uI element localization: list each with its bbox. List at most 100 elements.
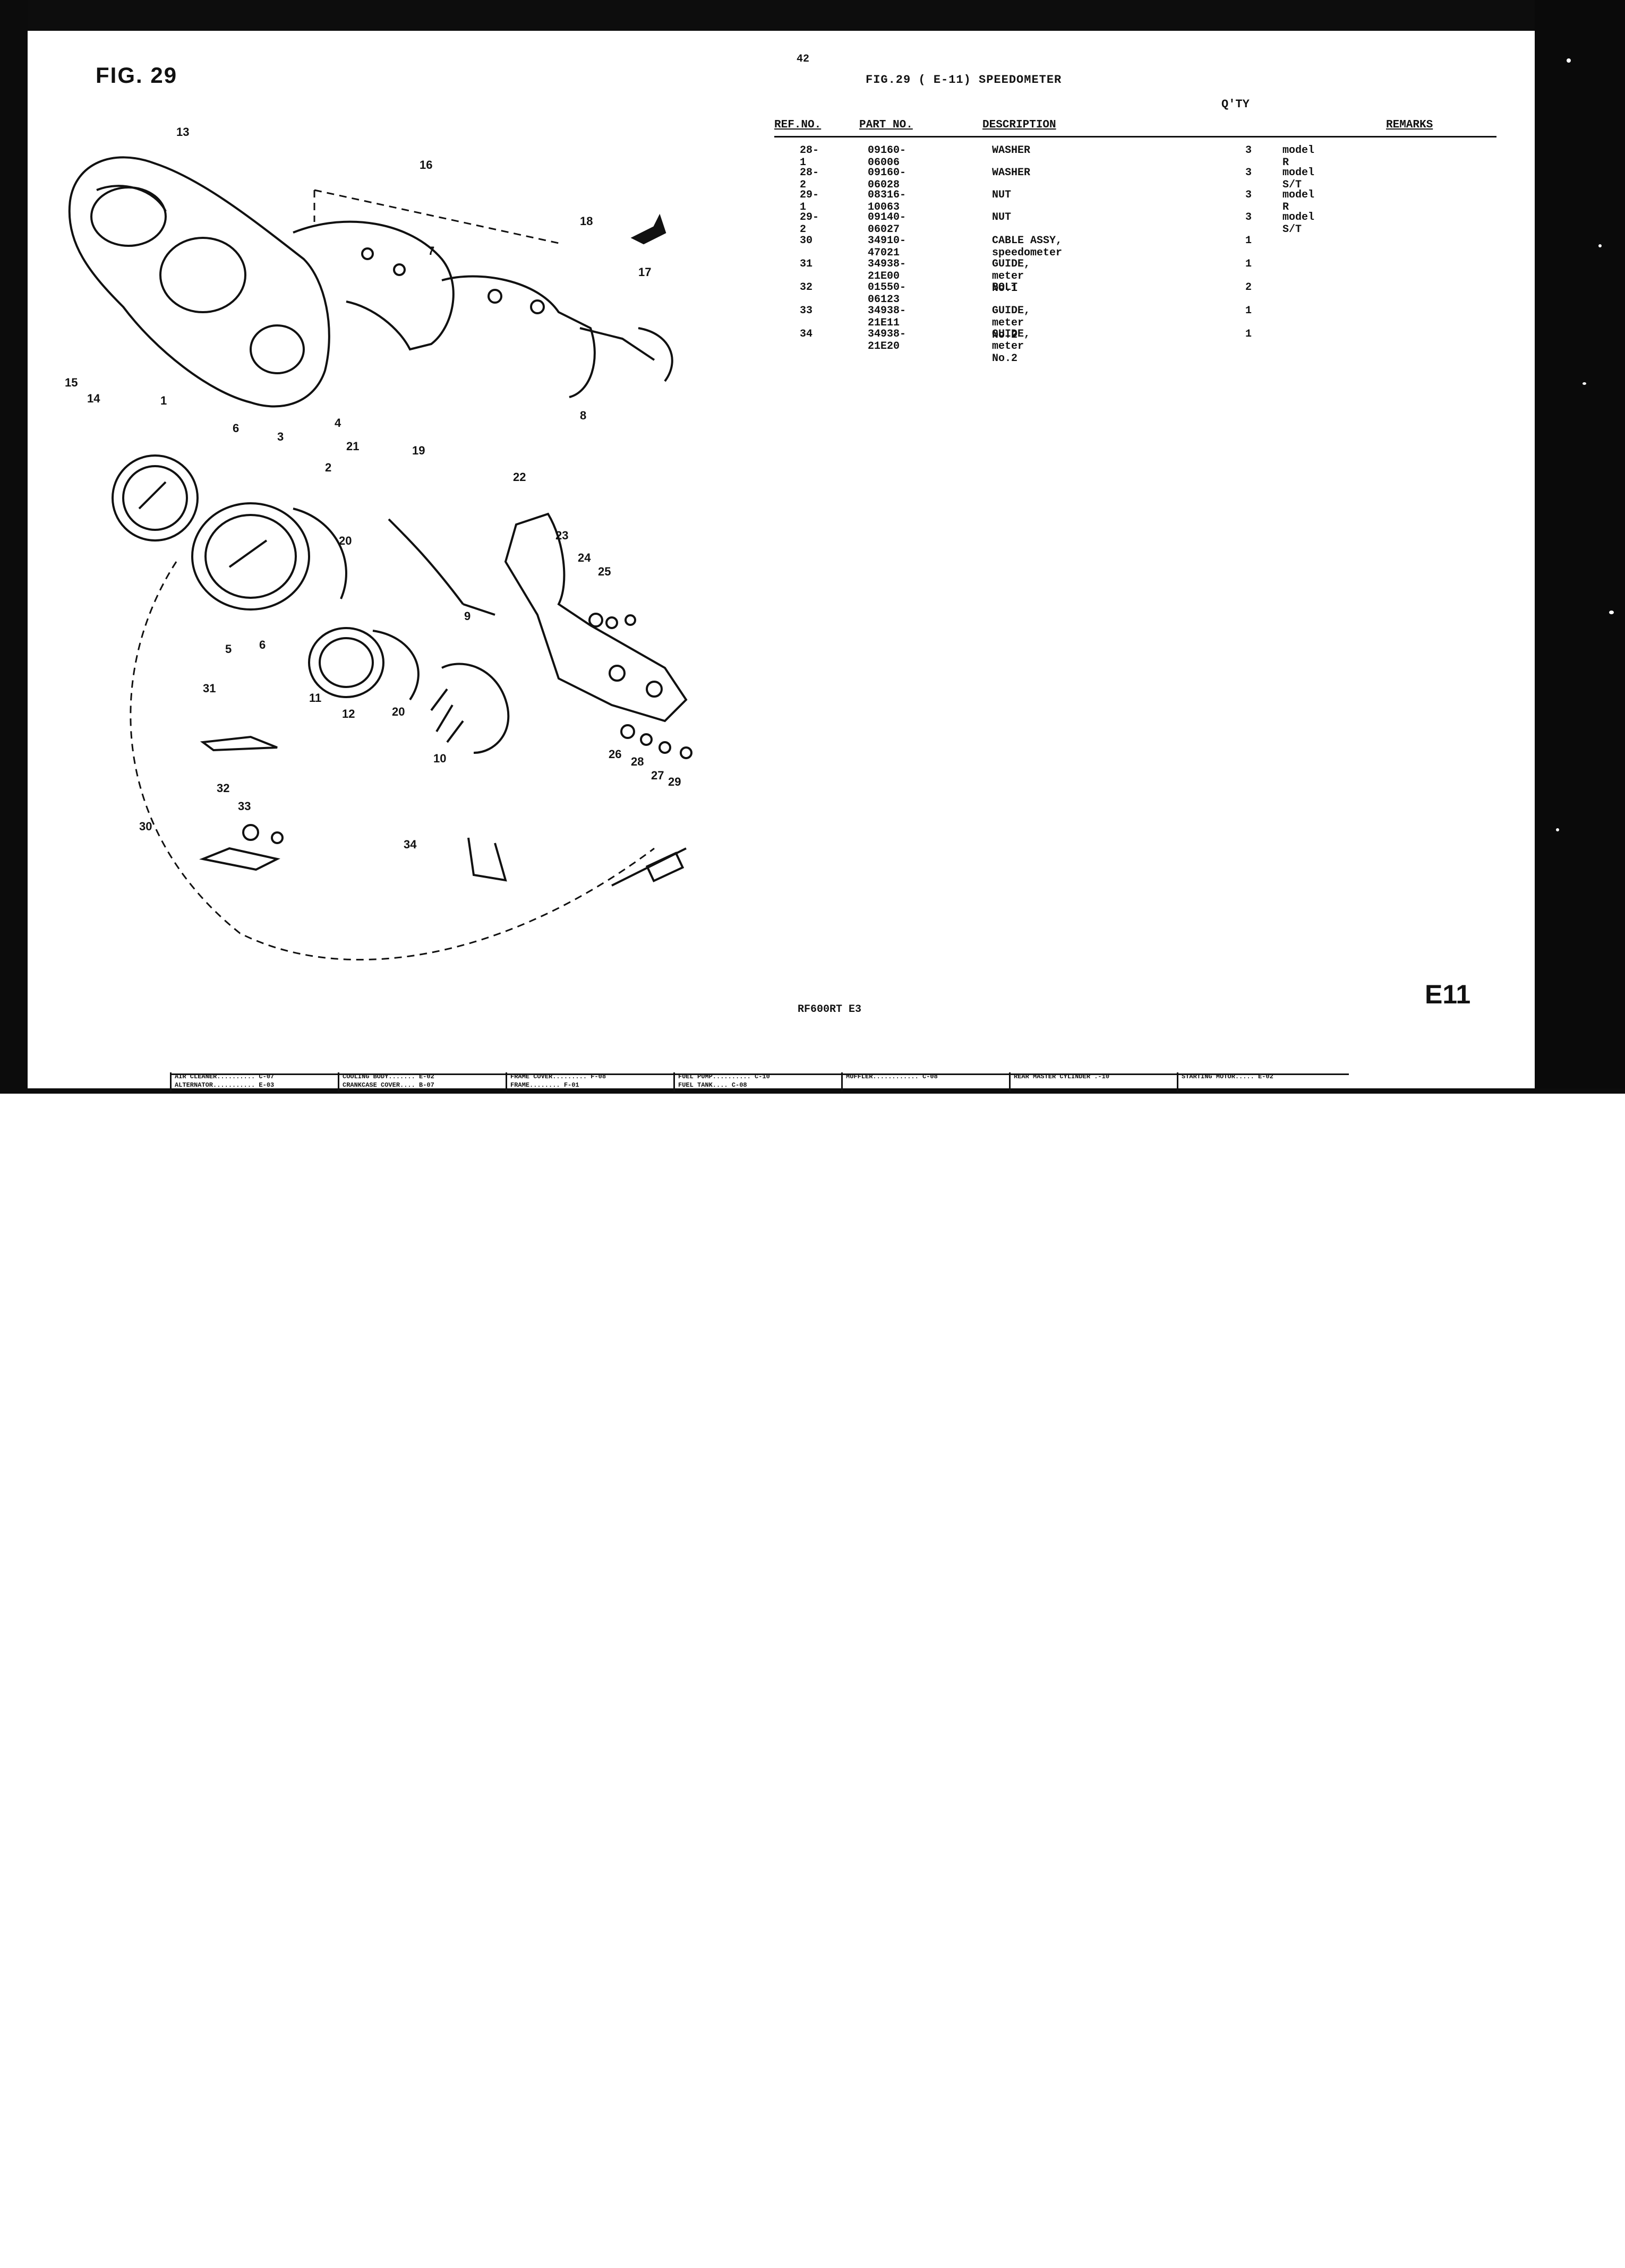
- index-entry: FUEL PUMP.......... C-10: [678, 1073, 770, 1080]
- callout-28: 28: [631, 755, 644, 768]
- callout-32: 32: [217, 781, 229, 795]
- index-cell: FUEL PUMP.......... C-10 FUEL TANK.... C…: [673, 1072, 770, 1092]
- header-remarks: REMARKS: [1386, 119, 1433, 131]
- index-entry: STARTING MOTOR..... E-02: [1182, 1073, 1273, 1080]
- row-qty: 3: [1245, 189, 1252, 201]
- row-qty: 1: [1245, 328, 1252, 340]
- section-code: E11: [1425, 980, 1471, 1009]
- row-ref: 28-1: [800, 144, 819, 169]
- row-qty: 1: [1245, 235, 1252, 247]
- speedometer-cable-end-illustration: [611, 847, 687, 887]
- header-rule: [774, 136, 1496, 138]
- row-part-no: 34938-21E00: [868, 258, 906, 282]
- callout-30: 30: [139, 820, 152, 833]
- row-qty: 3: [1245, 211, 1252, 224]
- row-remarks: model S/T: [1282, 167, 1315, 191]
- row-qty: 3: [1245, 167, 1252, 179]
- row-part-no: 01550-06123: [868, 281, 906, 306]
- index-cell: COOLING BODY....... E-02 CRANKCASE COVER…: [338, 1072, 434, 1092]
- callout-11: 11: [309, 691, 321, 705]
- callout-22: 22: [513, 470, 526, 484]
- callout-19: 19: [412, 444, 425, 457]
- callout-6: 6: [233, 422, 239, 435]
- meter-stay-illustration: [504, 512, 688, 723]
- index-entry: ALTERNATOR........... E-03: [175, 1081, 275, 1089]
- callout-5: 5: [225, 642, 232, 656]
- callout-1: 1: [160, 394, 167, 407]
- row-part-no: 34938-21E20: [868, 328, 906, 353]
- row-description: WASHER: [992, 167, 1031, 179]
- meter-bracket-illustration: [293, 220, 673, 398]
- callout-3: 3: [277, 430, 284, 443]
- callout-25: 25: [598, 565, 611, 578]
- callout-8: 8: [580, 409, 586, 422]
- row-remarks: model R: [1282, 144, 1315, 169]
- callout-31: 31: [203, 682, 216, 695]
- callout-18: 18: [580, 214, 593, 228]
- row-part-no: 09160-06028: [868, 167, 906, 191]
- row-description: GUIDE, meter No.1: [992, 258, 1031, 295]
- meter-guides-illustration: [199, 735, 507, 882]
- index-entry: AIR CLEANER.......... C-07: [175, 1073, 275, 1080]
- callout-29: 29: [668, 775, 681, 788]
- scan-border-left: [0, 0, 28, 1094]
- speedometer-illustration: [191, 502, 347, 611]
- header-ref-no: REF.NO.: [774, 119, 822, 131]
- callout-34: 34: [404, 838, 417, 851]
- scan-border-top: [0, 0, 1625, 31]
- index-cell: AIR CLEANER.......... C-07 ALTERNATOR...…: [170, 1072, 274, 1092]
- callout-10: 10: [433, 752, 446, 765]
- callout-23: 23: [555, 529, 568, 542]
- figure-title: FIG.29 ( E-11) SPEEDOMETER: [866, 73, 1062, 87]
- row-description: GUIDE, meter No.2: [992, 305, 1031, 341]
- index-strip: AIR CLEANER.......... C-07 ALTERNATOR...…: [170, 1072, 1349, 1094]
- callout-17: 17: [638, 265, 651, 279]
- callout-6b: 6: [259, 638, 266, 651]
- index-cell: MUFFLER............ C-08: [841, 1072, 938, 1092]
- callout-12: 12: [342, 707, 355, 720]
- row-remarks: model R: [1282, 189, 1315, 213]
- callout-2: 2: [325, 461, 331, 474]
- tachometer-illustration: [112, 454, 199, 542]
- callout-26: 26: [609, 748, 621, 761]
- gauge-illustration: [308, 627, 420, 701]
- header-part-no: PART NO.: [859, 119, 913, 131]
- callout-24: 24: [578, 551, 591, 564]
- row-qty: 1: [1245, 258, 1252, 270]
- index-entry: CRANKCASE COVER.... B-07: [343, 1081, 434, 1089]
- index-entry: COOLING BODY....... E-02: [343, 1073, 434, 1080]
- row-ref: 34: [800, 328, 813, 340]
- figure-label: FIG. 29: [96, 63, 178, 88]
- row-qty: 1: [1245, 305, 1252, 317]
- header-description: DESCRIPTION: [982, 119, 1056, 131]
- row-part-no: 34910-47021: [868, 235, 906, 259]
- row-ref: 29-1: [800, 189, 819, 213]
- model-code: RF600RT E3: [798, 1003, 862, 1016]
- index-entry: FRAME........ F-01: [510, 1081, 579, 1089]
- row-description: NUT: [992, 189, 1012, 201]
- row-part-no: 09140-06027: [868, 211, 906, 236]
- callout-16: 16: [420, 158, 432, 171]
- row-description: CABLE ASSY, speedometer: [992, 235, 1063, 259]
- row-ref: 33: [800, 305, 813, 317]
- row-ref: 28-2: [800, 167, 819, 191]
- exploded-parts-drawing: 13 16 7 18 17 8 15 14 1 6 3 4 21 2 19 22…: [65, 125, 692, 961]
- callout-33: 33: [238, 800, 251, 813]
- callout-20b: 20: [392, 705, 405, 718]
- row-part-no: 09160-06006: [868, 144, 906, 169]
- row-part-no: 34938-21E11: [868, 305, 906, 329]
- direction-arrow-icon: [630, 213, 666, 245]
- row-qty: 2: [1245, 281, 1252, 294]
- scan-border-bottom: [0, 1088, 1625, 1094]
- index-cell: FRAME COVER......... F-08 FRAME........ …: [506, 1072, 606, 1092]
- catalog-page: [28, 31, 1535, 1088]
- row-description: NUT: [992, 211, 1012, 224]
- row-description: BOLT: [992, 281, 1018, 294]
- index-entry: FUEL TANK.... C-08: [678, 1081, 747, 1089]
- callout-9: 9: [464, 609, 471, 623]
- row-ref: 30: [800, 235, 813, 247]
- row-remarks: model S/T: [1282, 211, 1315, 236]
- row-qty: 3: [1245, 144, 1252, 157]
- wiring-harness-illustration: [388, 518, 510, 754]
- index-cell: STARTING MOTOR..... E-02: [1177, 1072, 1273, 1092]
